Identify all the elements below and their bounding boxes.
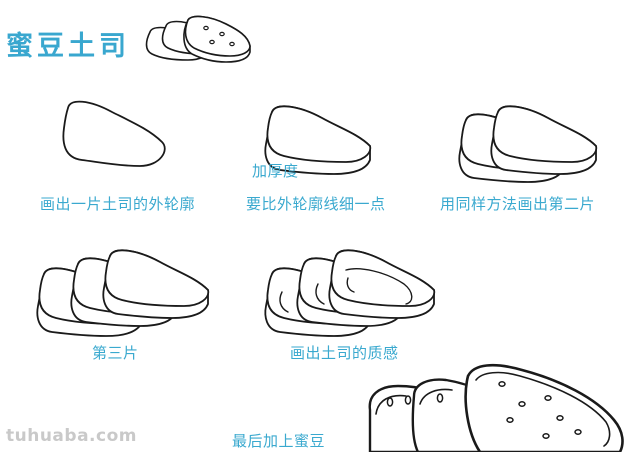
step6-drawing (368, 363, 624, 452)
step4-drawing (36, 249, 210, 337)
page-title: 蜜豆土司 (6, 31, 130, 62)
step5-caption: 画出土司的质感 (290, 344, 399, 362)
step3-caption: 用同样方法画出第二片 (440, 195, 596, 213)
step3-drawing (458, 105, 598, 183)
step4-caption: 第三片 (92, 344, 139, 362)
step1-caption: 画出一片土司的外轮廓 (40, 195, 196, 213)
step2-note: 加厚度 (252, 162, 299, 180)
step6-caption: 最后加上蜜豆 (232, 432, 326, 450)
step2-caption: 要比外轮廓线细一点 (246, 195, 386, 213)
step1-drawing (62, 100, 166, 167)
watermark: tuhuaba.com (6, 426, 137, 446)
step5-drawing (264, 249, 436, 337)
title-toast-icon (145, 15, 251, 63)
